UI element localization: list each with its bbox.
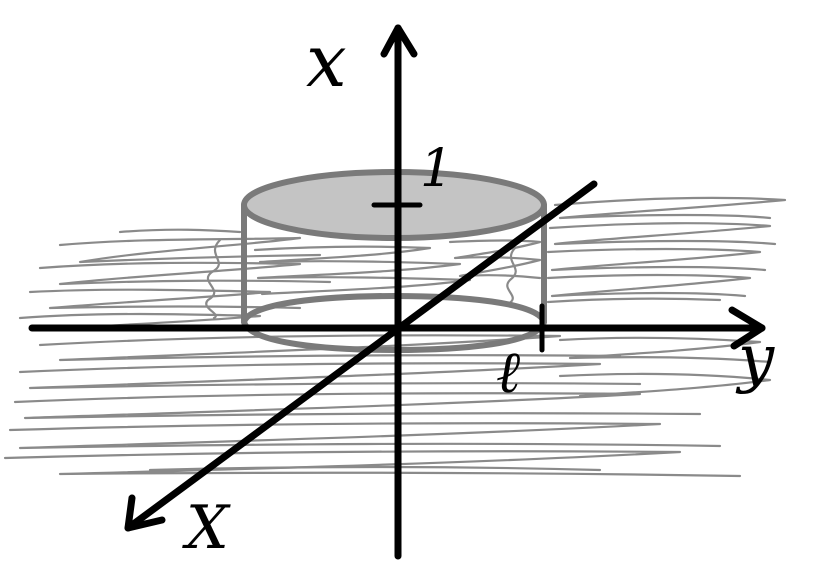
horizontal-axis-label: y <box>735 322 775 396</box>
cylinder-right-squiggle <box>506 246 517 306</box>
axes <box>28 24 766 560</box>
cylinder-base-back <box>241 292 547 325</box>
depth-axis <box>124 180 598 532</box>
depth-axis-label: X <box>182 493 231 563</box>
vertical-axis-arrowhead <box>380 24 418 58</box>
vertical-tick-label: 1 <box>420 139 453 199</box>
horizontal-axis-arrowhead <box>728 306 766 350</box>
cylinder-left-squiggle <box>205 238 222 320</box>
cylinder-base-front <box>241 319 547 354</box>
background-hatching <box>3 196 787 478</box>
vertical-axis-label: x <box>306 19 347 103</box>
horizontal-tick-label: ℓ <box>496 338 520 406</box>
depth-axis-arrowhead <box>124 494 166 532</box>
